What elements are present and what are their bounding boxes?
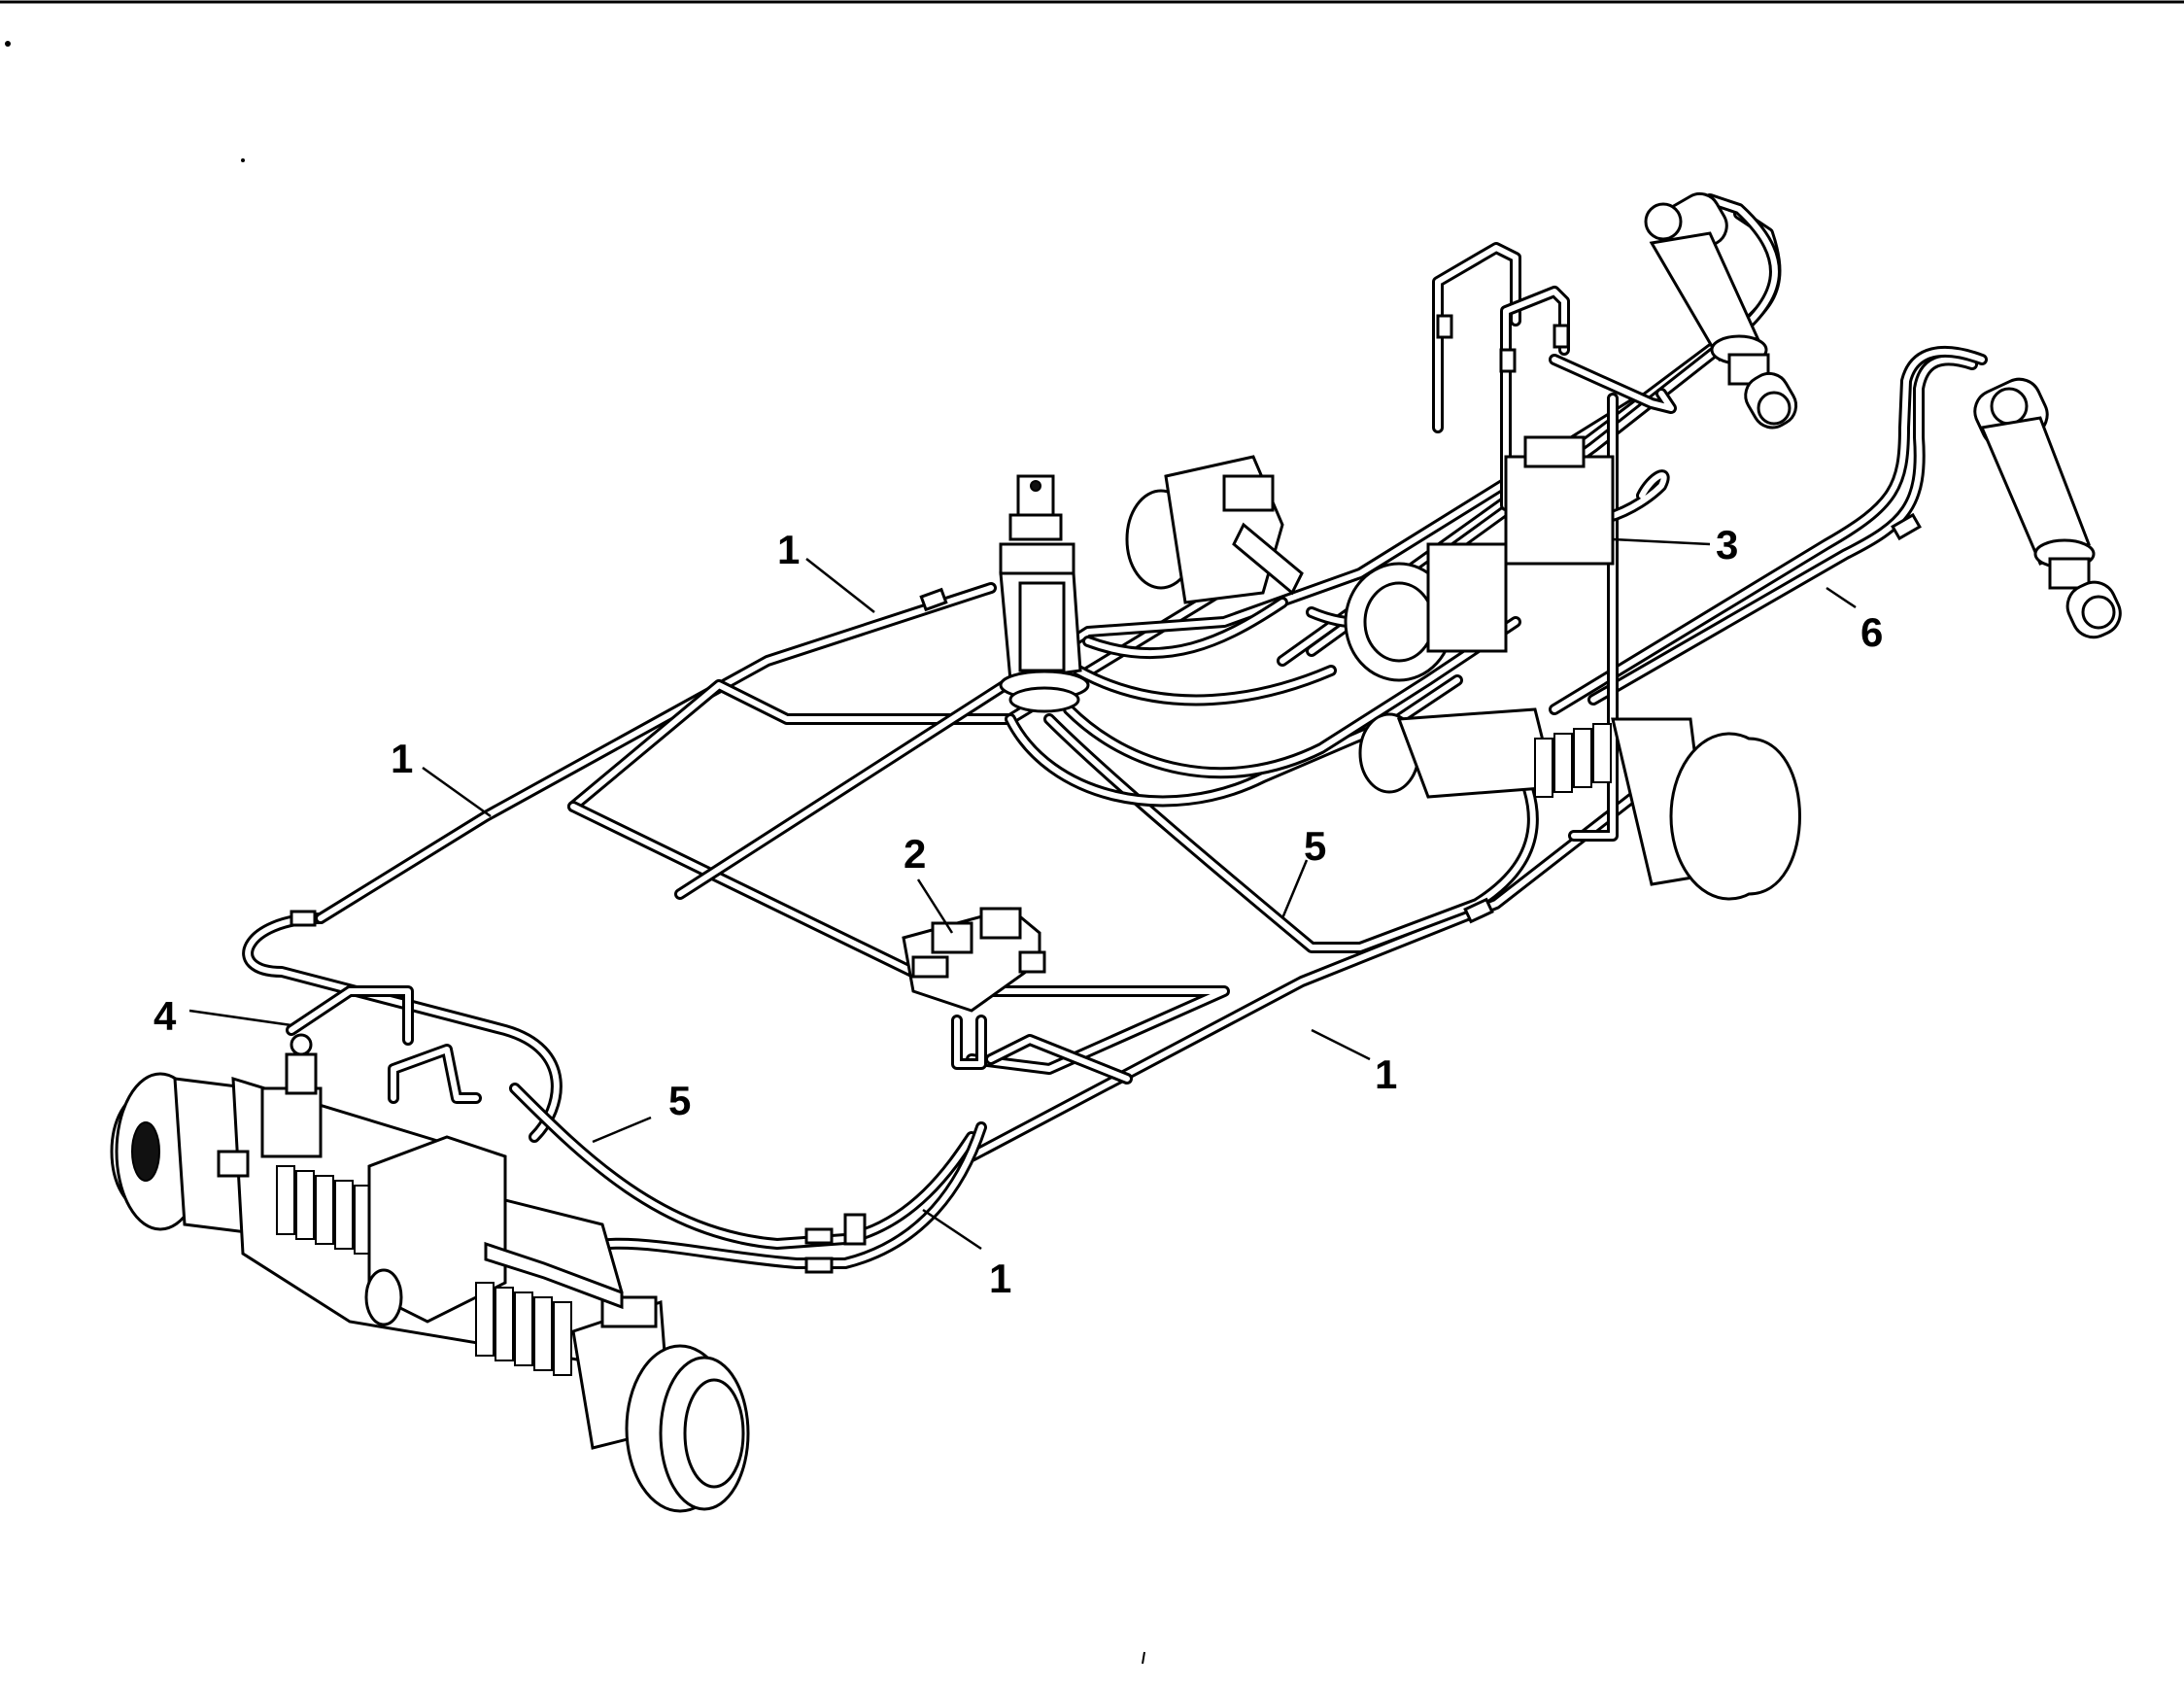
callout-4: 4 xyxy=(154,993,177,1039)
callout-1-left: 1 xyxy=(391,736,414,781)
tubing-network xyxy=(242,193,1988,1269)
steering-valve xyxy=(999,474,1090,713)
rear-axle-assembly xyxy=(1125,435,1801,901)
scan-speck xyxy=(5,41,11,47)
callout-2: 2 xyxy=(904,831,927,877)
callout-5-center: 5 xyxy=(1304,823,1327,869)
hose-fittings xyxy=(290,314,1922,1274)
callout-3: 3 xyxy=(1716,522,1739,568)
callout-1-upper: 1 xyxy=(777,527,801,572)
front-axle-assembly xyxy=(110,1033,750,1513)
callout-1-right: 1 xyxy=(1375,1051,1398,1097)
right-cylinder xyxy=(1973,377,2122,639)
leader-lines xyxy=(188,537,1857,1251)
upper-cylinder xyxy=(1644,191,1798,430)
scan-speck xyxy=(1142,1651,1145,1665)
callout-1-bottom: 1 xyxy=(989,1256,1012,1301)
callout-6: 6 xyxy=(1860,609,1884,655)
scan-speck xyxy=(241,158,245,162)
solenoid-valve xyxy=(902,907,1046,1013)
callout-5-left: 5 xyxy=(668,1078,692,1123)
